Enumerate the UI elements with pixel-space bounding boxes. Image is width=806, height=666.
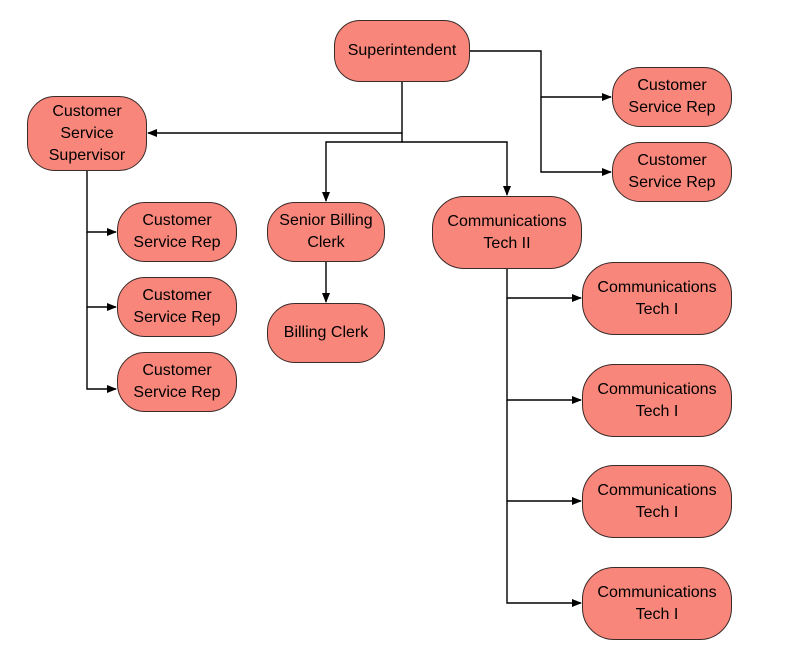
node-communications-tech-ii[interactable]: Communications Tech II (432, 196, 582, 269)
edge-supervisor-to-csr-left-2 (86, 232, 117, 311)
node-customer-service-rep[interactable]: Customer Service Rep (117, 277, 237, 337)
node-communications-tech-i[interactable]: Communications Tech I (582, 465, 732, 538)
node-communications-tech-i[interactable]: Communications Tech I (582, 262, 732, 335)
edge-tech-ii-to-tech-i-4 (506, 501, 582, 607)
edge-tech-ii-to-tech-i-1 (506, 269, 582, 302)
node-communications-tech-i[interactable]: Communications Tech I (582, 364, 732, 437)
node-customer-service-rep[interactable]: Customer Service Rep (117, 202, 237, 262)
node-communications-tech-i[interactable]: Communications Tech I (582, 567, 732, 640)
edge-superintendent-to-csr-right-1 (470, 50, 612, 101)
node-customer-service-rep[interactable]: Customer Service Rep (117, 352, 237, 412)
edge-superintendent-to-csr-right-2 (540, 97, 612, 176)
edge-tech-ii-to-tech-i-3 (506, 400, 582, 505)
edge-tech-ii-to-tech-i-2 (506, 298, 582, 404)
edge-superintendent-to-senior-billing-clerk (322, 133, 403, 202)
node-senior-billing-clerk[interactable]: Senior Billing Clerk (267, 202, 385, 262)
edge-superintendent-to-customer-service-supervisor (147, 82, 403, 137)
node-customer-service-supervisor[interactable]: Customer Service Supervisor (27, 96, 147, 171)
node-billing-clerk[interactable]: Billing Clerk (267, 303, 385, 363)
edge-superintendent-to-communications-tech-ii (402, 141, 511, 196)
node-superintendent[interactable]: Superintendent (334, 20, 470, 82)
edge-supervisor-to-csr-left-1 (86, 171, 117, 236)
edge-supervisor-to-csr-left-3 (86, 307, 117, 393)
node-customer-service-rep[interactable]: Customer Service Rep (612, 142, 732, 202)
node-customer-service-rep[interactable]: Customer Service Rep (612, 67, 732, 127)
